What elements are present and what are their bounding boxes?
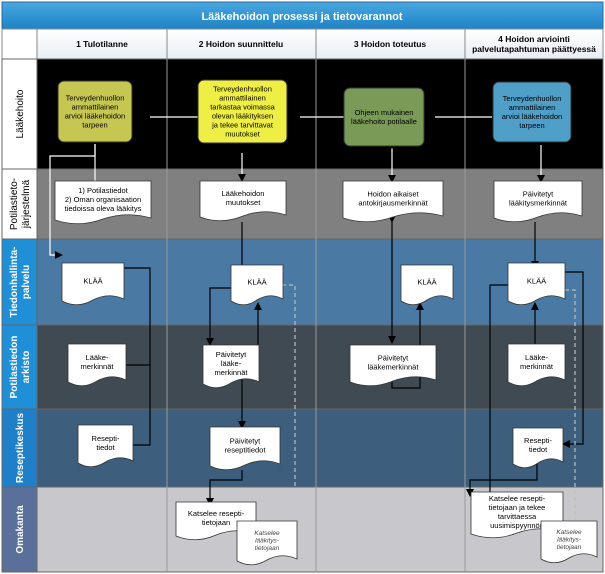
- conn-recipes-to-omakanta: [206, 470, 243, 506]
- process-step-4: [492, 81, 572, 143]
- phase-label-2: 2 Hoidon suunnittelu: [199, 39, 284, 49]
- conn-kla4-dashed: [565, 289, 576, 530]
- phase-header-1: [36, 28, 168, 60]
- document-label-6: KLÄÄ: [247, 278, 266, 287]
- lane-header-2: [1, 168, 38, 240]
- lane-header-6: [1, 486, 38, 573]
- conn-recipes-down: [466, 462, 538, 497]
- document-14: [209, 426, 281, 471]
- lane-header-5: [1, 408, 38, 488]
- document-7: [400, 264, 454, 306]
- conn-kla1-loop: [123, 267, 151, 446]
- document-2: [199, 180, 287, 222]
- process-step-3: [343, 87, 425, 147]
- lane-label-2: Potilastieto-järjestelmä: [9, 178, 32, 230]
- document-15: [512, 427, 564, 469]
- document-label-12: Lääke-merkinnät: [520, 353, 554, 371]
- phase-header-4: [464, 28, 604, 60]
- document-19: [540, 520, 598, 564]
- lane-header-3: [1, 238, 38, 326]
- phase-header-row: [1, 28, 604, 60]
- title-bar: [1, 1, 604, 30]
- conn-kla4-to-omakanta: [486, 281, 522, 501]
- conn-kla4-to-recipes: [562, 271, 584, 448]
- conn-kla2-dashed: [282, 284, 296, 488]
- document-8: [507, 262, 566, 306]
- lane-label-1: Lääkehoito: [15, 89, 26, 138]
- document-12: [507, 343, 566, 387]
- phase-label-1: 1 Tulotilanne: [76, 39, 128, 49]
- document-label-16: Katselee resepti-tietojaan: [188, 509, 245, 527]
- lane-label-4: Potilastiedonarkisto: [9, 336, 32, 399]
- document-label-15: Resepti-tiedot: [524, 436, 552, 454]
- document-1: [54, 180, 152, 225]
- phase-label-3: 3 Hoidon toteutus: [354, 39, 427, 49]
- document-5: [61, 262, 125, 306]
- document-4: [493, 180, 583, 223]
- document-11: [349, 344, 437, 387]
- document-label-9: Lääke-merkinnät: [81, 353, 115, 371]
- document-6: [230, 264, 284, 306]
- process-step-1: [57, 80, 133, 143]
- lane-header-1: [1, 58, 38, 170]
- document-9: [67, 343, 127, 387]
- document-18: [236, 520, 298, 566]
- lane-label-3: Tiedonhallinta-palvelu: [9, 247, 32, 318]
- lane-label-5: Reseptikeskus: [15, 413, 26, 483]
- document-label-5: KLÄÄ: [83, 277, 102, 286]
- lane-header-4: [1, 324, 38, 410]
- diagram-title: Lääkehoidon prosessi ja tietovarannot: [201, 11, 402, 23]
- document-label-8: KLÄÄ: [527, 277, 546, 286]
- document-3: [342, 180, 444, 223]
- document-13: [77, 424, 134, 468]
- document-label-13: Resepti-tiedot: [92, 434, 120, 452]
- conn-changes-to-updated: [206, 222, 243, 346]
- document-label-7: KLÄÄ: [417, 278, 436, 287]
- document-10: [202, 344, 260, 389]
- process-step-2: [197, 79, 288, 144]
- lane-label-6: Omakanta: [15, 505, 26, 554]
